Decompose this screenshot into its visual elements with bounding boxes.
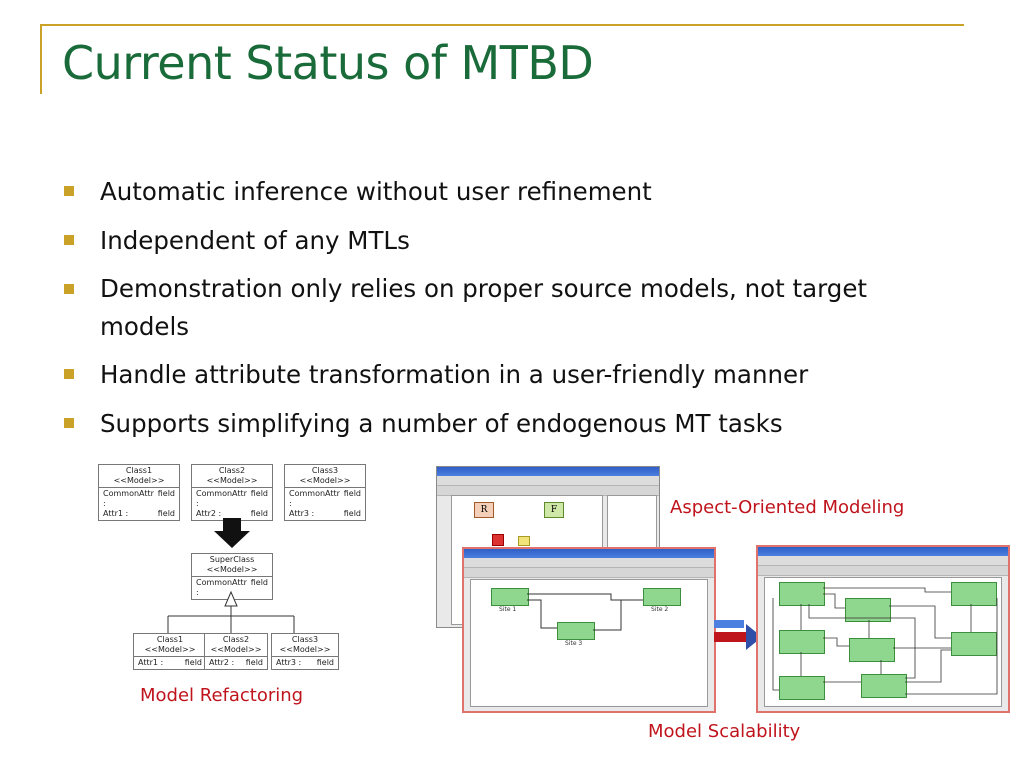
uml-stereotype: <<Model>> — [206, 565, 258, 574]
bullet-square-icon — [64, 186, 74, 196]
uml-stereotype: <<Model>> — [113, 476, 165, 485]
uml-attr-type: field — [245, 658, 263, 667]
uml-attr-type: field — [184, 658, 202, 667]
bullet-text: Handle attribute transformation in a use… — [100, 360, 809, 389]
aop-node-icon — [518, 536, 530, 546]
bullet-item: Automatic inference without user refinem… — [60, 172, 940, 212]
slide-title: Current Status of MTBD — [62, 36, 594, 90]
window-titlebar — [464, 549, 714, 558]
bullet-list: Automatic inference without user refinem… — [60, 172, 940, 453]
bullet-text: Demonstration only relies on proper sour… — [100, 274, 868, 341]
site-node — [557, 622, 595, 640]
toolbar — [437, 476, 659, 486]
caption-aspect-oriented-modeling: Aspect-Oriented Modeling — [670, 497, 905, 518]
uml-attr-name: CommonAttr : — [196, 578, 247, 597]
bullet-text: Independent of any MTLs — [100, 226, 410, 255]
uml-class-box: Class2<<Model>> Attr2 : field — [204, 633, 268, 670]
site-node — [779, 630, 825, 654]
aop-node: R — [474, 502, 494, 518]
bullet-item: Independent of any MTLs — [60, 221, 940, 261]
uml-attr-name: CommonAttr : — [103, 489, 154, 508]
site-node — [951, 632, 997, 656]
uml-attr-type: field — [250, 509, 268, 518]
uml-attr-type: field — [316, 658, 334, 667]
aop-node: F — [544, 502, 564, 518]
uml-attr-type: field — [157, 509, 175, 518]
uml-class-name: Class1 — [125, 466, 153, 475]
site-node — [779, 676, 825, 700]
toolbar — [758, 556, 1008, 566]
transform-arrow-icon — [214, 518, 250, 548]
uml-class-box: Class3<<Model>> Attr3 : field — [271, 633, 339, 670]
uml-attr-name: Attr2 : — [196, 509, 222, 518]
window-titlebar — [758, 547, 1008, 556]
toolbar — [464, 558, 714, 568]
uml-attr-type: field — [343, 509, 361, 518]
frame-top-rule — [40, 24, 964, 26]
uml-class-name: Class1 — [156, 635, 184, 644]
uml-stereotype: <<Model>> — [144, 645, 196, 654]
window-titlebar — [437, 467, 659, 476]
site-connections — [527, 593, 643, 631]
caption-model-refactoring: Model Refactoring — [140, 685, 304, 706]
site-label: Site 1 — [499, 606, 517, 613]
site-node — [643, 588, 681, 606]
uml-attr-type: field — [343, 489, 361, 498]
scale-arrow-icon — [714, 620, 762, 650]
model-canvas — [764, 577, 1002, 707]
uml-stereotype: <<Model>> — [279, 645, 331, 654]
uml-class-name: SuperClass — [209, 555, 255, 564]
bullet-text: Supports simplifying a number of endogen… — [100, 409, 783, 438]
uml-class-box: Class2<<Model>> CommonAttr :field Attr2 … — [191, 464, 273, 521]
uml-class-box: Class1<<Model>> Attr1 : field — [133, 633, 207, 670]
uml-class-name: Class2 — [222, 635, 250, 644]
bullet-square-icon — [64, 418, 74, 428]
uml-attr-type: field — [157, 489, 175, 498]
bullet-item: Handle attribute transformation in a use… — [60, 355, 940, 395]
site-node — [849, 638, 895, 662]
uml-stereotype: <<Model>> — [210, 645, 262, 654]
uml-stereotype: <<Model>> — [299, 476, 351, 485]
site-label: Site 2 — [651, 606, 669, 613]
uml-attr-type: field — [250, 578, 268, 587]
bullet-text: Automatic inference without user refinem… — [100, 177, 652, 206]
caption-model-scalability: Model Scalability — [648, 721, 801, 742]
uml-class-box: Class1<<Model>> CommonAttr :field Attr1 … — [98, 464, 180, 521]
site-node — [951, 582, 997, 606]
uml-attr-name: CommonAttr : — [289, 489, 340, 508]
uml-superclass-box: SuperClass<<Model>> CommonAttr :field — [191, 553, 273, 600]
inheritance-connector — [167, 590, 295, 634]
aop-node-icon — [492, 534, 504, 546]
uml-attr-name: Attr1 : — [138, 658, 164, 667]
toolbar — [464, 568, 714, 578]
toolbar — [758, 566, 1008, 576]
uml-attr-name: CommonAttr : — [196, 489, 247, 508]
bullet-square-icon — [64, 235, 74, 245]
uml-attr-name: Attr1 : — [103, 509, 129, 518]
uml-class-name: Class3 — [311, 466, 339, 475]
bullet-square-icon — [64, 369, 74, 379]
bullet-square-icon — [64, 284, 74, 294]
site-node — [861, 674, 907, 698]
uml-class-name: Class2 — [218, 466, 246, 475]
uml-class-name: Class3 — [291, 635, 319, 644]
uml-stereotype: <<Model>> — [206, 476, 258, 485]
site-model-screenshot: Site 1 Site 2 Site 3 — [462, 547, 716, 713]
uml-class-box: Class3<<Model>> CommonAttr :field Attr3 … — [284, 464, 366, 521]
model-canvas: Site 1 Site 2 Site 3 — [470, 579, 708, 707]
site-label: Site 3 — [565, 640, 583, 647]
site-node — [491, 588, 529, 606]
uml-attr-name: Attr3 : — [276, 658, 302, 667]
bullet-item: Demonstration only relies on proper sour… — [60, 270, 940, 346]
frame-left-rule — [40, 24, 42, 94]
scaled-model-screenshot — [756, 545, 1010, 713]
site-connections — [772, 587, 998, 695]
uml-attr-name: Attr2 : — [209, 658, 235, 667]
uml-attr-name: Attr3 : — [289, 509, 315, 518]
bullet-item: Supports simplifying a number of endogen… — [60, 404, 940, 444]
uml-attr-type: field — [250, 489, 268, 498]
